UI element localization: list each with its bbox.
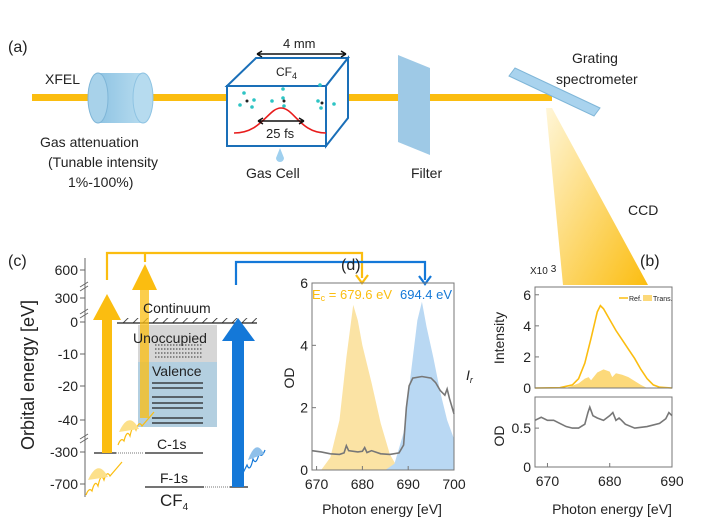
attenuator-label-3: 1%-100%) [68, 174, 133, 190]
od-axis-label-b: OD [491, 426, 507, 447]
y-tick-label: 0 [523, 459, 531, 475]
x-axis-label-d: Photon energy [eV] [322, 501, 442, 517]
unoccupied-levels [155, 344, 203, 358]
f1s-excitation-arrow [222, 318, 255, 487]
attenuator-label-1: Gas attenuation [40, 134, 139, 150]
tick-label: -20 [58, 378, 78, 394]
legend-ref: Ref. [629, 296, 642, 303]
tick-label: 300 [55, 290, 79, 306]
grating-label-2: spectrometer [556, 71, 638, 87]
ccd-label: CCD [628, 202, 658, 218]
panel-d: (d) 0 2 4 6 670 680 690 700 Ec = 679.6 eV 694.4… [281, 257, 474, 517]
energy-ticks: 600 300 0 -10 -20 -40 -300 -700 [50, 262, 89, 492]
tick-label: -300 [50, 444, 78, 460]
attenuator-label-2: (Tunable intensity [48, 154, 158, 170]
series-area-blue-pulse-spectrum [385, 301, 454, 470]
gas-inlet-icon [276, 148, 284, 162]
axis-break [79, 433, 89, 444]
filter-label: Filter [411, 165, 442, 181]
gas-attenuator [87, 72, 154, 124]
gas-cell [224, 50, 351, 162]
series-area-trans- [566, 369, 648, 388]
legend-trans-swatch [643, 295, 652, 301]
plot-frame [311, 282, 455, 471]
cell-length-label: 4 mm [283, 36, 316, 51]
x-tick-label: 670 [536, 473, 560, 489]
series-area-yellow-pulse-spectrum [321, 304, 400, 470]
length-arrow [256, 50, 347, 58]
y-tick-label: 0.5 [512, 420, 532, 436]
y-tick-label: 0 [300, 462, 308, 478]
series-line-od [311, 375, 455, 456]
y-tick-label: 6 [523, 287, 531, 303]
photon-icon [117, 411, 155, 446]
x-tick-label: 680 [598, 473, 622, 489]
dispersed-beam [546, 108, 648, 285]
unoccupied-label: Unoccupied [133, 330, 207, 346]
tick-label: -40 [58, 412, 78, 428]
panel-b-label: (b) [640, 253, 660, 270]
yellow-energy-annotation: Ec = 679.6 eV [312, 287, 392, 303]
x-tick-label: 690 [660, 473, 684, 489]
axis-break [79, 308, 89, 319]
intensity-axis-label: Intensity [491, 312, 507, 364]
x-axis-label-b: Photon energy [eV] [552, 501, 672, 517]
y-tick-label: 4 [300, 337, 308, 353]
plot-frame [534, 396, 673, 468]
y-axis-title: Orbital energy [eV] [18, 300, 38, 450]
photon-icon [240, 449, 266, 478]
panel-a: (a) XFEL Gas attenuation (Tunable intens… [8, 36, 658, 285]
panel-a-label: (a) [8, 39, 28, 56]
gas-cell-label: Gas Cell [246, 165, 300, 181]
y-tick-label: 2 [300, 400, 308, 416]
y-tick-label: 4 [523, 318, 531, 334]
x-tick-label: 680 [351, 476, 375, 492]
od-axis-label: OD [281, 368, 297, 389]
tick-label: -700 [50, 476, 78, 492]
grating [508, 67, 601, 117]
continuum-label: Continuum [143, 300, 211, 316]
f1s-label: F-1s [160, 470, 188, 486]
grating-label-1: Grating [572, 50, 618, 66]
panel-c-label: (c) [8, 253, 27, 270]
series-line-ref- [534, 304, 673, 389]
y-tick-label: 2 [523, 349, 531, 365]
y-tick-label: 6 [300, 275, 308, 291]
tick-label: 600 [55, 262, 79, 278]
c1s-excitation-arrow [93, 294, 121, 453]
x-tick-label: 690 [397, 476, 421, 492]
filter [398, 55, 430, 155]
pulse-duration-label: 25 fs [266, 126, 295, 141]
blue-connector [234, 260, 427, 285]
continuum-hatch [117, 318, 257, 323]
series-line-od [534, 404, 673, 429]
molecule-label: CF4 [160, 491, 189, 513]
panel-c: (c) Orbital energy [eV] 600 300 0 -10 -20 -40… [8, 251, 432, 513]
axis-break [79, 281, 89, 292]
tick-label: -10 [58, 346, 78, 362]
unoccupied-band [138, 325, 217, 362]
legend-trans: Trans. [653, 296, 673, 303]
yellow-connector [105, 251, 364, 280]
plot-frame [534, 286, 673, 389]
tick-label: 0 [70, 314, 78, 330]
pulse-envelope [233, 107, 327, 134]
y-tick-label: 0 [523, 380, 531, 396]
xfel-label: XFEL [45, 71, 80, 87]
x-tick-label: 700 [442, 476, 466, 492]
gas-label: CF4 [276, 65, 297, 81]
panel-d-label: (d) [341, 257, 361, 274]
x-tick-label: 670 [305, 476, 329, 492]
blue-energy-annotation: 694.4 eV [400, 287, 452, 302]
molecule-icons [238, 83, 336, 110]
c1s-second-arrow [132, 264, 157, 418]
c1s-label: C-1s [157, 436, 187, 452]
valence-label: Valence [152, 363, 202, 379]
ir-axis-label: Ir [466, 367, 474, 385]
pulse-width-arrow [257, 117, 305, 125]
valence-levels [152, 382, 203, 424]
legend: Ref. Trans. [619, 295, 673, 303]
